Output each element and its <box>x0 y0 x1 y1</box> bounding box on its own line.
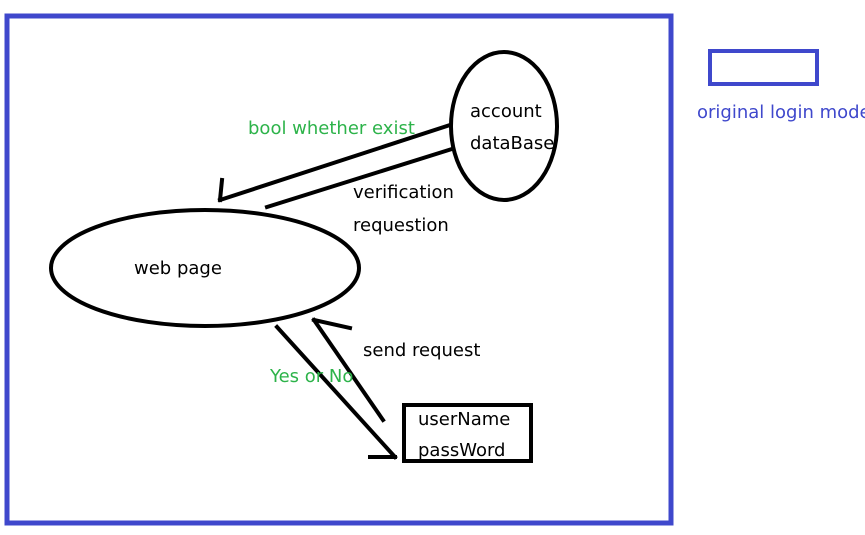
bool-whether-exist-label: bool whether exist <box>248 118 415 139</box>
yes-or-no-label: Yes or No <box>269 366 353 387</box>
web-page-label: web page <box>134 258 222 279</box>
arrow-bool-whether-exist <box>217 122 453 203</box>
account-database-node <box>449 50 559 202</box>
account-database-label-line2: dataBase <box>470 133 554 154</box>
verification-label-line2: requestion <box>353 215 449 236</box>
password-field-label: passWord <box>418 440 505 461</box>
credentials-box <box>402 403 533 463</box>
web-page-node <box>49 208 361 328</box>
arrow-yes-or-no <box>274 324 398 460</box>
verification-label-line1: verification <box>353 182 454 203</box>
send-request-label: send request <box>363 340 480 361</box>
legend-swatch <box>708 49 819 86</box>
legend-label: original login mode <box>697 102 865 123</box>
arrow-send-request <box>311 317 386 423</box>
username-field-label: userName <box>418 409 510 430</box>
arrow-verification-requestion <box>264 146 455 210</box>
diagram-frame <box>4 13 674 526</box>
account-database-label-line1: account <box>470 101 542 122</box>
